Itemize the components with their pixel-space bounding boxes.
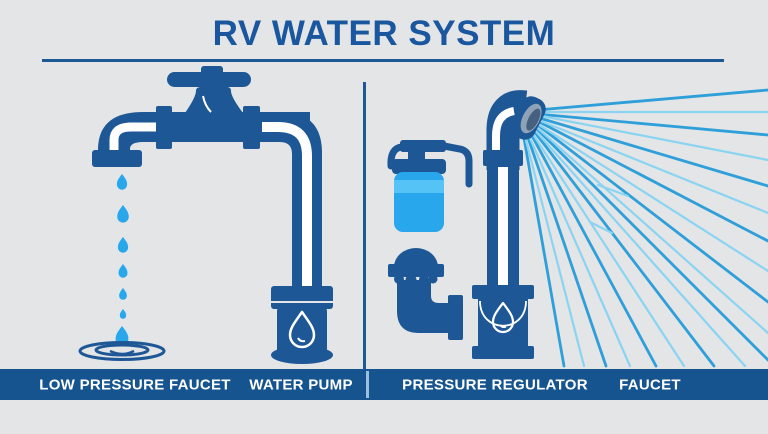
water-ripple-icon [78,341,166,361]
spraying-faucet-icon [483,90,546,287]
spray-lines [519,88,768,368]
water-filter-canister-icon [387,140,473,232]
pressure-regulator-vessel-icon [472,285,534,359]
elbow-pipe [397,280,463,340]
faucet-handle-bar [167,72,251,87]
panel-divider [363,82,366,369]
water-pump-icon [271,286,333,364]
page-title: RV WATER SYSTEM [212,14,556,53]
footer-divider [366,371,369,398]
check-valve-dome-icon [388,248,444,286]
title-underline [42,59,724,62]
pump-drop-icon [288,310,316,349]
water-drips [115,174,129,346]
label-pressure-regulator: PRESSURE REGULATOR [402,376,588,393]
label-faucet: FAUCET [619,376,681,393]
shower-head [510,96,546,140]
label-low-pressure-faucet: LOW PRESSURE FAUCET [39,376,231,393]
label-water-pump: WATER PUMP [249,376,353,393]
dripping-faucet-icon [92,66,322,290]
regulator-drop-icon [491,301,515,334]
footer-label-band: LOW PRESSURE FAUCET WATER PUMP PRESSURE … [0,369,768,400]
